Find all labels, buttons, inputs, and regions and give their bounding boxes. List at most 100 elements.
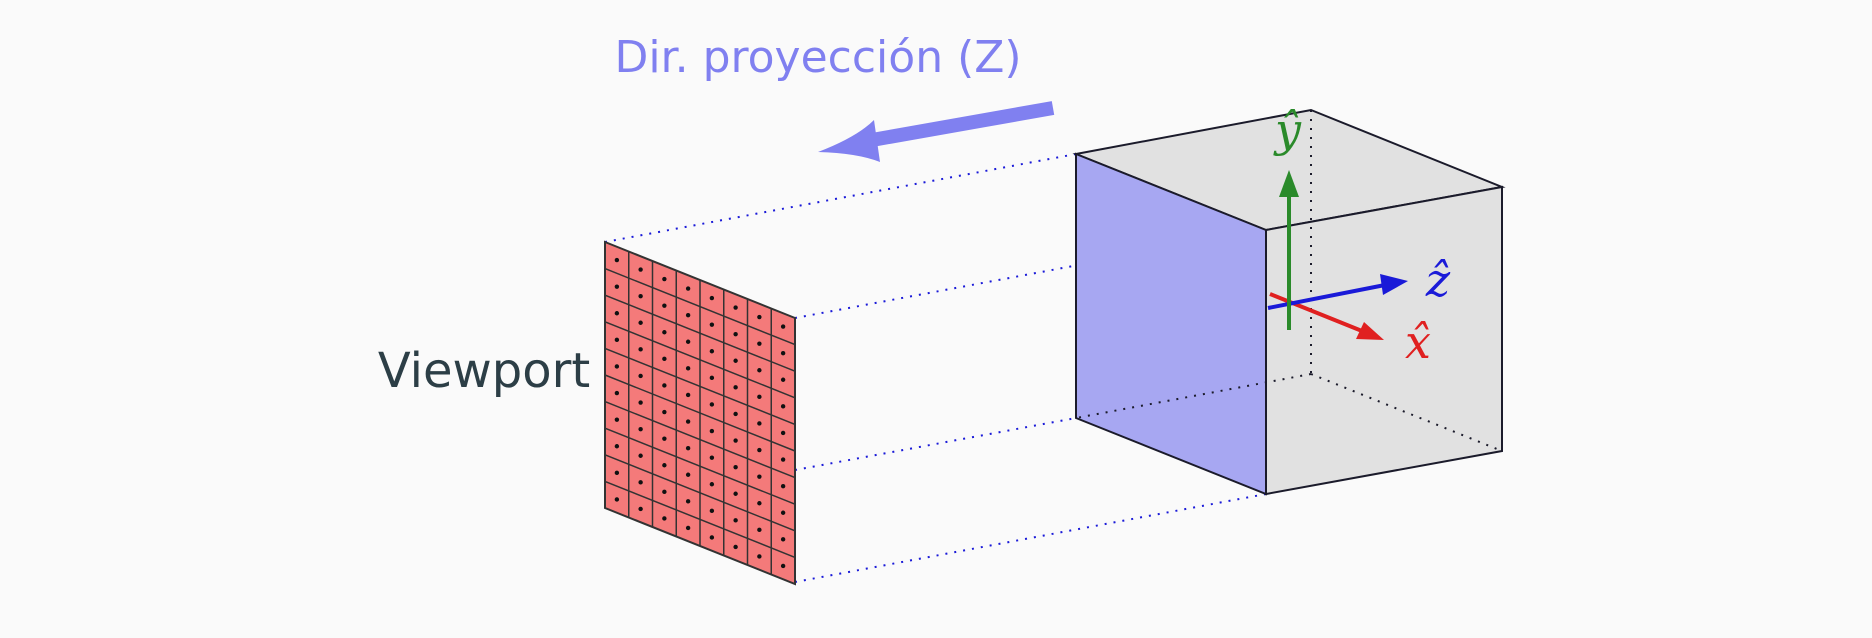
pixel-center-dot — [733, 411, 738, 417]
pixel-center-dot — [757, 341, 762, 346]
pixel-center-dot — [662, 516, 667, 521]
pixel-center-dot — [614, 390, 620, 396]
pixel-center-dot — [733, 464, 738, 470]
viewport-grid-row-line — [604, 294, 796, 372]
pixel-center-dot — [780, 563, 786, 569]
pixel-center-dot — [709, 349, 715, 354]
pixel-center-dot — [757, 394, 762, 400]
pixel-center-dot — [757, 421, 762, 426]
pixel-center-dot — [733, 331, 738, 337]
pixel-center-dot — [662, 409, 667, 415]
view-volume-cube — [1072, 108, 1506, 496]
pixel-center-dot — [614, 444, 620, 449]
pixel-center-dot — [614, 284, 620, 289]
pixel-center-dot — [709, 295, 715, 301]
pixel-center-dot — [733, 438, 738, 443]
pixel-center-dot — [638, 293, 643, 299]
viewport-grid-row-line — [604, 480, 796, 559]
pixel-center-dot — [614, 364, 620, 369]
pixel-center-dot — [709, 508, 715, 514]
pixel-center-dot — [780, 430, 786, 436]
pixel-center-dot — [757, 368, 762, 373]
pixel-center-dot — [733, 518, 738, 523]
pixel-center-dot — [662, 436, 667, 441]
pixel-center-dot — [614, 257, 620, 263]
pixel-center-dot — [780, 377, 786, 382]
coordinate-axes: ŷ ẑ x̂ — [1267, 103, 1451, 369]
pixel-center-dot — [733, 385, 738, 390]
pixel-center-dot — [757, 447, 762, 453]
viewport-grid-row-line — [604, 454, 796, 532]
pixel-center-dot — [780, 404, 786, 409]
projection-line-top — [604, 153, 1077, 243]
pixel-center-dot — [733, 305, 738, 310]
pixel-center-dot — [614, 337, 620, 343]
pixel-center-dot — [780, 537, 786, 542]
pixel-center-dot — [638, 267, 643, 272]
pixel-center-dot — [662, 383, 667, 388]
viewport-grid — [604, 240, 796, 586]
pixel-center-dot — [757, 474, 762, 479]
pixel-center-dot — [614, 417, 620, 422]
pixel-center-dot — [757, 314, 762, 320]
pixel-center-dot — [614, 311, 620, 316]
cube-hidden-edges — [1075, 110, 1503, 452]
pixel-center-dot — [638, 426, 643, 432]
viewport-grid-row-line — [604, 374, 796, 452]
pixel-center-dot — [757, 554, 762, 559]
projection-line-mid — [794, 417, 1077, 471]
pixel-center-dot — [685, 525, 691, 531]
pixel-center-dot — [780, 324, 786, 329]
pixel-center-dot — [638, 506, 643, 512]
pixel-center-dot — [638, 480, 643, 485]
pixel-center-dot — [685, 339, 691, 344]
pixel-center-dot — [780, 510, 786, 515]
viewport-grid-row-line — [604, 347, 796, 426]
pixel-center-dot — [638, 453, 643, 458]
x-axis-arrowhead — [1356, 322, 1384, 340]
pixel-center-dot — [685, 366, 691, 371]
pixel-center-dot — [638, 373, 643, 379]
viewport-grid-row-line — [604, 267, 796, 346]
cube-front-face — [1265, 185, 1503, 496]
pixel-center-dot — [709, 535, 715, 540]
pixel-center-dot — [709, 375, 715, 381]
viewport-grid-row-line — [604, 400, 796, 479]
pixel-center-dot — [780, 457, 786, 462]
z-axis-arrowhead — [1380, 274, 1408, 295]
pixel-center-dot — [709, 322, 715, 327]
pixel-center-dot — [685, 445, 691, 451]
pixel-center-dot — [638, 347, 643, 352]
pixel-center-dot — [709, 402, 715, 407]
pixel-center-dot — [685, 499, 691, 504]
pixel-center-dot — [685, 419, 691, 424]
pixel-center-dot — [685, 286, 691, 291]
pixel-center-dot — [709, 482, 715, 487]
viewport-grid-row-line — [604, 427, 796, 505]
pixel-center-dot — [780, 350, 786, 356]
pixel-center-dot — [638, 400, 643, 405]
y-axis-arrowhead — [1279, 170, 1299, 197]
pixel-center-dot — [780, 483, 786, 489]
pixel-center-dot — [662, 356, 667, 362]
x-axis-line — [1269, 292, 1363, 333]
pixel-center-dot — [662, 489, 667, 495]
z-axis-label: ẑ — [1425, 253, 1451, 307]
y-axis-label: ŷ — [1273, 103, 1302, 157]
pixel-center-dot — [709, 428, 715, 434]
pixel-center-dot — [733, 544, 738, 550]
pixel-center-dot — [638, 320, 643, 325]
pixel-center-dot — [757, 501, 762, 506]
x-axis-label: x̂ — [1405, 315, 1431, 369]
pixel-center-dot — [733, 358, 738, 363]
pixel-center-dot — [685, 472, 691, 477]
pixel-center-dot — [685, 312, 691, 318]
viewport-label: Viewport — [378, 343, 590, 399]
projection-direction-arrow — [818, 101, 1055, 162]
pixel-center-dot — [662, 303, 667, 308]
pixel-center-dot — [662, 276, 667, 282]
pixel-center-dot — [757, 527, 762, 533]
pixel-center-dot — [614, 497, 620, 502]
